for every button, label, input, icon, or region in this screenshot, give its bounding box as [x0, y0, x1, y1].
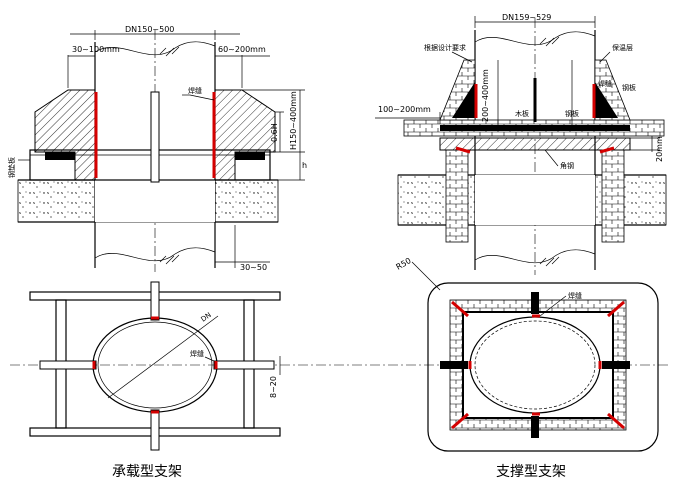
left-dim-dn: DN150~500 [125, 25, 174, 34]
left-dim-60-200: 60~200mm [218, 45, 266, 54]
right-dim-100-200: 100~200mm [378, 105, 431, 114]
left-plan-rib-left [39, 360, 97, 370]
right-label-wood: 木板 [515, 109, 529, 118]
left-support-block-right [214, 89, 276, 181]
right-plan-weld-bl [451, 412, 469, 430]
left-shim-left [45, 152, 75, 160]
left-plan-pipe-inner [97, 321, 213, 409]
right-label-angle: 角钢 [560, 161, 574, 170]
right-label-insulation: 保温层 [612, 43, 633, 52]
right-plan-weld-tl [451, 300, 469, 318]
right-wedge-right [595, 82, 618, 118]
right-plan-rib-right [602, 361, 630, 369]
right-angle-steel [439, 137, 631, 151]
right-plan-r50: R50 [395, 256, 413, 272]
right-plan-weld-tr [607, 300, 625, 318]
right-dim-20mm: 20mm [655, 136, 664, 162]
right-elevation: DN159~529 根据设计要求 保温层 焊缝 钢板 木板 钢板 角钢 100~… [375, 13, 667, 275]
right-brick-column-left [445, 149, 469, 243]
right-plan-outline [427, 282, 659, 452]
left-caption: 承载型支架 [112, 464, 182, 480]
right-plan-rib-bottom [531, 416, 539, 438]
right-weld-angle-left [455, 146, 471, 154]
right-plan: R50 焊缝 [395, 256, 659, 452]
left-plan-weld-label: 焊缝 [190, 349, 204, 358]
left-plan-rib-bottom [150, 409, 160, 451]
left-break-hatch-top [159, 46, 180, 57]
right-plan-weld-label: 焊缝 [568, 291, 582, 300]
right-label-design: 根据设计要求 [424, 43, 466, 52]
left-shim-right [235, 152, 265, 160]
right-label-weld: 焊缝 [598, 79, 612, 88]
left-center-rib [150, 91, 160, 183]
left-elevation: DN150~500 30~100mm 60~200mm H150~400mm 0… [7, 25, 307, 272]
left-dim-06h: 0.6H [270, 123, 279, 142]
left-plan: DN 焊缝 8~20 [10, 281, 668, 451]
left-plan-rib-top [150, 281, 160, 321]
right-label-plate: 钢板 [622, 83, 636, 92]
left-dim-30-50: 30~50 [240, 263, 267, 272]
right-wedge-left [452, 82, 475, 118]
right-plan-steel-frame [462, 311, 614, 419]
right-break-hatch-bottom [539, 256, 560, 267]
right-brick-column-right [601, 149, 625, 243]
left-plan-rib-right [213, 360, 275, 370]
right-dim-dn: DN159~529 [502, 13, 551, 22]
right-steel-plate [440, 125, 630, 131]
left-plan-dim-8-20: 8~20 [269, 376, 278, 398]
right-label-plate2: 钢板 [565, 109, 579, 118]
right-pipe-break-bottom [474, 249, 596, 264]
left-label-base: 钢垫板 [7, 157, 16, 178]
right-dim-200-400: 200~400mm [481, 69, 490, 122]
right-caption: 支撑型支架 [496, 464, 566, 480]
right-plan-rib-top [531, 292, 539, 314]
right-plan-rib-left [440, 361, 468, 369]
left-dim-h-total: H150~400mm [289, 91, 298, 150]
left-base-plate [29, 149, 271, 181]
left-support-block-left [34, 89, 96, 181]
right-weld-angle-right [599, 146, 615, 154]
left-dim-h: h [302, 161, 307, 170]
right-plan-pipe-inner [474, 320, 596, 410]
left-label-weld: 焊缝 [188, 86, 202, 95]
right-plan-weld-br [607, 412, 625, 430]
left-pipe-break-bottom [94, 247, 216, 262]
left-dim-30-100: 30~100mm [72, 45, 120, 54]
right-break-hatch-top [539, 36, 560, 47]
left-break-hatch-bottom [159, 254, 180, 265]
